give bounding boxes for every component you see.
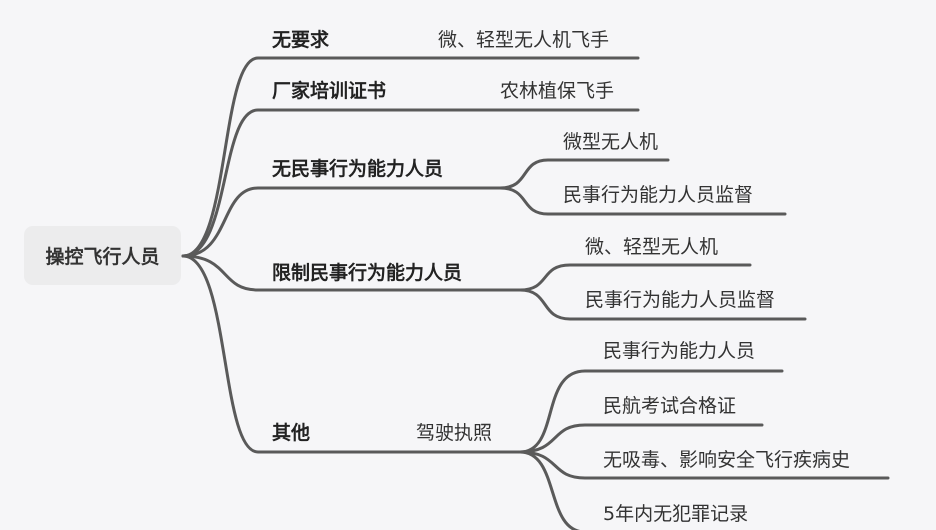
connector-branch-2 [181, 108, 640, 258]
connector-3-2 [498, 186, 787, 216]
connector-branch-1 [181, 56, 640, 258]
branch-no-requirement[interactable]: 无要求 [272, 29, 330, 51]
limited-capacity-child-2[interactable]: 民事行为能力人员监督 [585, 289, 776, 311]
branch-manufacturer-cert-detail[interactable]: 农林植保飞手 [500, 80, 615, 102]
connector-5-3 [518, 450, 890, 480]
connector-branch-5 [181, 254, 522, 454]
no-capacity-child-1[interactable]: 微型无人机 [563, 131, 659, 153]
connector-4-1 [518, 263, 752, 292]
other-child-3[interactable]: 无吸毒、影响安全飞行疾病史 [603, 449, 851, 471]
other-child-2[interactable]: 民航考试合格证 [603, 395, 737, 417]
branch-other[interactable]: 其他 [272, 422, 311, 444]
no-capacity-child-2[interactable]: 民事行为能力人员监督 [563, 184, 754, 206]
connector-5-1 [518, 369, 784, 454]
limited-capacity-child-1[interactable]: 微、轻型无人机 [585, 236, 719, 258]
connector-5-2 [518, 423, 764, 454]
branch-limited-capacity[interactable]: 限制民事行为能力人员 [272, 262, 463, 284]
connector-branch-4 [181, 254, 522, 292]
branch-other-detail[interactable]: 驾驶执照 [416, 422, 493, 444]
connector-branch-3 [181, 186, 502, 258]
connector-3-1 [498, 158, 670, 190]
branch-manufacturer-cert[interactable]: 厂家培训证书 [272, 80, 387, 102]
connector-4-2 [518, 288, 807, 321]
connector-5-4 [518, 450, 582, 530]
root-node[interactable]: 操控飞行人员 [24, 226, 181, 285]
branch-no-requirement-detail[interactable]: 微、轻型无人机飞手 [438, 29, 610, 51]
other-child-4[interactable]: 5年内无犯罪记录 [603, 503, 749, 525]
other-child-1[interactable]: 民事行为能力人员 [603, 340, 756, 362]
branch-no-capacity[interactable]: 无民事行为能力人员 [272, 158, 444, 180]
